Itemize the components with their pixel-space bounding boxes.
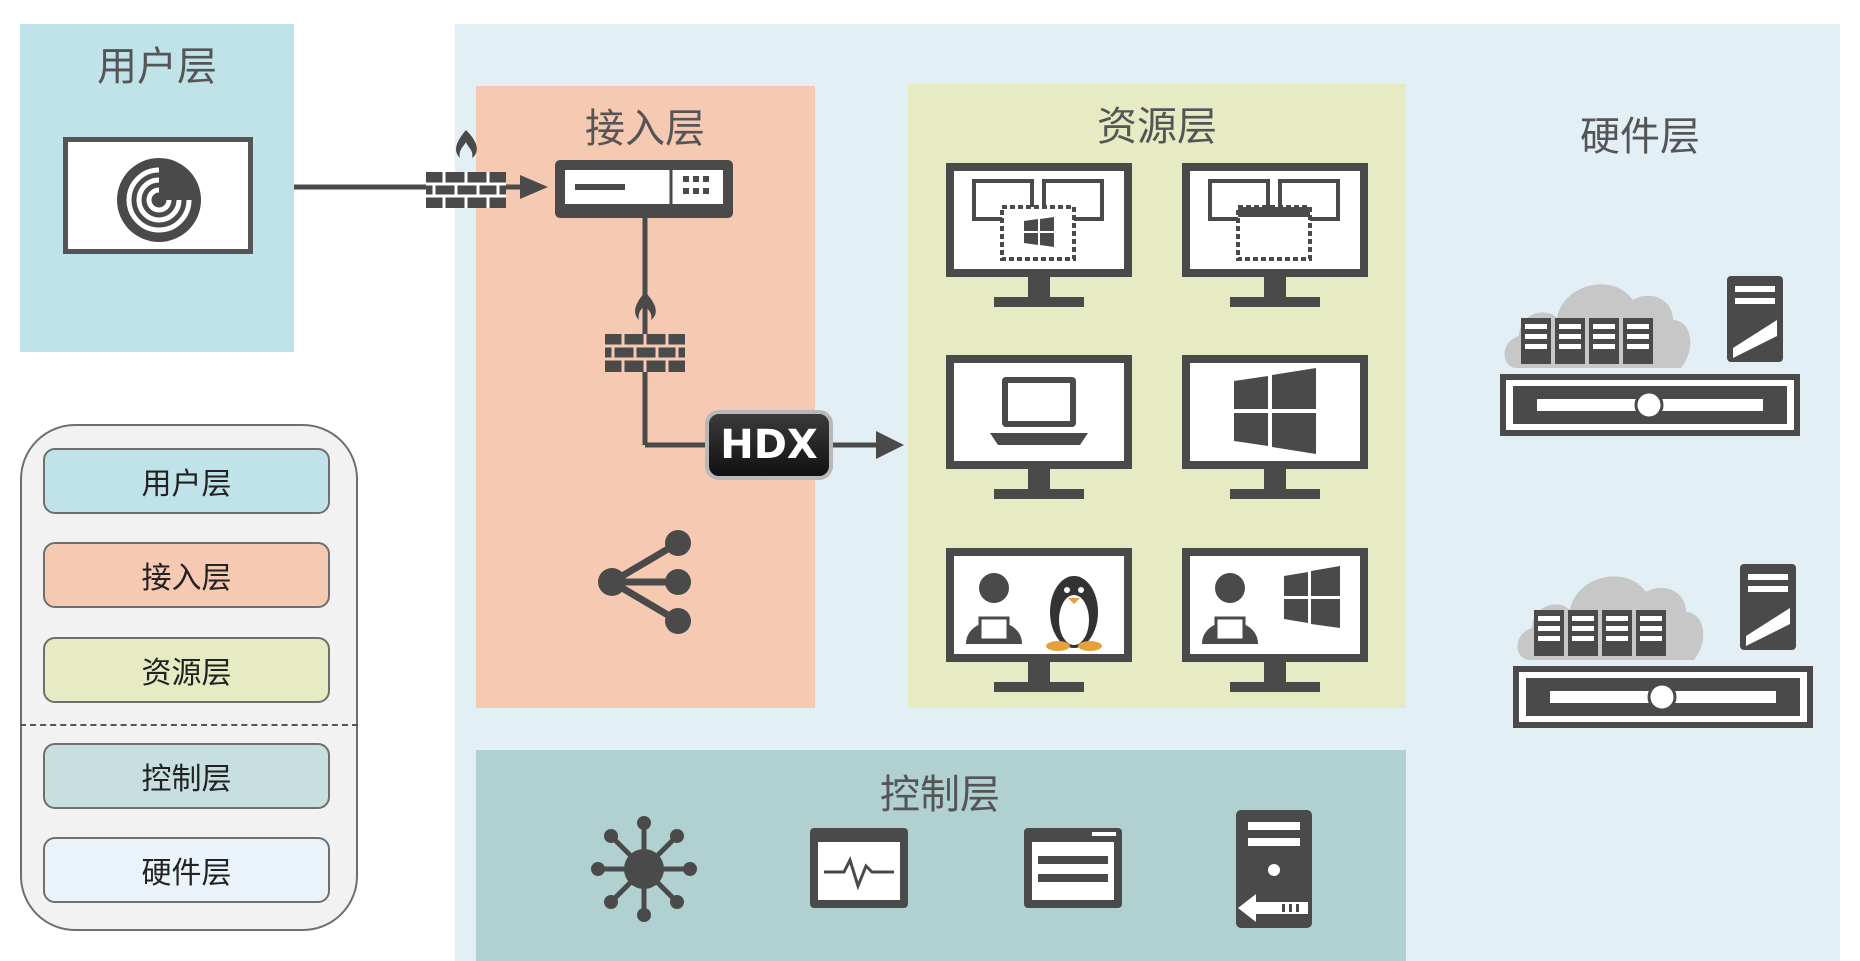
hub-icon[interactable]: [590, 815, 698, 923]
linux-user-desktop-icon[interactable]: [944, 546, 1134, 696]
resource-layer-title: 资源层: [1097, 104, 1217, 150]
citrix-receiver-icon: [117, 158, 201, 242]
console-window-icon[interactable]: [1022, 826, 1124, 910]
access-layer-title: 接入层: [585, 106, 705, 152]
legend-label: 用户层: [141, 467, 232, 502]
legend-label: 资源层: [141, 656, 232, 691]
monitor-activity-icon[interactable]: [808, 826, 910, 910]
hdx-label: HDX: [720, 422, 818, 468]
cloud-server-rack-icon[interactable]: [1497, 258, 1803, 440]
server-import-icon[interactable]: [1232, 808, 1316, 932]
gateway-appliance-icon[interactable]: [553, 158, 735, 220]
legend-item-resource: 资源层: [43, 637, 330, 703]
windows-desktop-icon[interactable]: [1180, 353, 1370, 503]
firewall-icon: [605, 292, 685, 372]
legend-divider: [20, 724, 358, 726]
legend-item-control: 控制层: [43, 743, 330, 809]
windows-user-desktop-icon[interactable]: [1180, 546, 1370, 696]
virtual-desktop-icon[interactable]: [1180, 161, 1370, 311]
legend-label: 接入层: [141, 561, 232, 596]
user-layer-title: 用户层: [97, 44, 217, 90]
cloud-server-rack-icon[interactable]: [1510, 550, 1816, 732]
legend-item-user: 用户层: [43, 448, 330, 514]
legend-label: 控制层: [141, 762, 232, 797]
legend-item-access: 接入层: [43, 542, 330, 608]
control-layer-title: 控制层: [880, 772, 1000, 818]
legend-label: 硬件层: [141, 856, 232, 891]
legend-item-hardware: 硬件层: [43, 837, 330, 903]
firewall-icon: [426, 130, 506, 208]
virtual-desktop-windows-icon[interactable]: [944, 161, 1134, 311]
laptop-desktop-icon[interactable]: [944, 353, 1134, 503]
hardware-layer-title: 硬件层: [1580, 114, 1700, 160]
hdx-badge: HDX: [705, 410, 833, 480]
share-icon[interactable]: [594, 527, 694, 637]
